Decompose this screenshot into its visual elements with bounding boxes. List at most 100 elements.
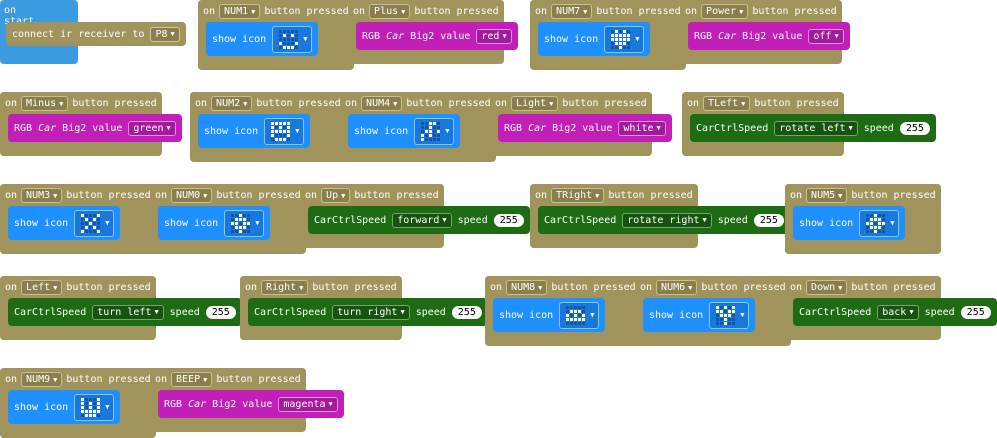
led-pixel xyxy=(283,37,287,41)
direction-dropdown[interactable]: forward▼ xyxy=(392,212,452,228)
icon-dropdown[interactable]: ▼ xyxy=(414,117,455,145)
button-dropdown[interactable]: NUM9▼ xyxy=(21,372,63,387)
chevron-down-icon: ▼ xyxy=(295,127,300,135)
speed-label: speed xyxy=(717,214,748,226)
button-dropdown[interactable]: Up▼ xyxy=(321,188,351,203)
button-dropdown[interactable]: TRight▼ xyxy=(551,188,605,203)
button-pressed-label: button pressed xyxy=(752,6,837,17)
show-icon-block[interactable]: show icon▼ xyxy=(643,298,756,332)
show-icon-block[interactable]: show icon▼ xyxy=(8,206,121,240)
button-dropdown[interactable]: NUM4▼ xyxy=(361,96,403,111)
led-pixel xyxy=(611,29,615,33)
led-pixel xyxy=(247,213,251,217)
show-icon-block[interactable]: show icon▼ xyxy=(206,22,319,56)
led-pixel xyxy=(243,229,247,233)
button-dropdown[interactable]: Plus▼ xyxy=(369,4,411,19)
speed-input[interactable]: 255 xyxy=(451,305,482,319)
led-pixel xyxy=(89,229,93,233)
speed-input[interactable]: 255 xyxy=(493,213,524,227)
led-pixel xyxy=(874,221,878,225)
button-dropdown[interactable]: NUM2▼ xyxy=(211,96,253,111)
button-dropdown[interactable]: Power▼ xyxy=(701,4,749,19)
color-dropdown[interactable]: red▼ xyxy=(476,28,512,44)
speed-input[interactable]: 255 xyxy=(753,213,784,227)
button-dropdown[interactable]: BEEP▼ xyxy=(171,372,213,387)
button-dropdown[interactable]: Light▼ xyxy=(511,96,559,111)
button-dropdown[interactable]: Down▼ xyxy=(806,280,848,295)
button-dropdown[interactable]: NUM5▼ xyxy=(806,188,848,203)
led-icon xyxy=(864,211,888,235)
show-icon-label: show icon xyxy=(354,125,409,137)
color-dropdown[interactable]: white▼ xyxy=(618,120,666,136)
show-icon-block[interactable]: show icon▼ xyxy=(158,206,271,240)
button-dropdown[interactable]: NUM0▼ xyxy=(171,188,213,203)
led-pixel xyxy=(582,317,586,321)
led-pixel xyxy=(866,213,870,217)
led-pixel xyxy=(437,125,441,129)
led-pixel xyxy=(437,129,441,133)
led-pixel xyxy=(239,225,243,229)
led-pixel xyxy=(866,229,870,233)
led-pixel xyxy=(283,41,287,45)
direction-dropdown[interactable]: turn right▼ xyxy=(332,304,410,320)
button-dropdown-value: NUM8 xyxy=(511,282,536,293)
led-pixel xyxy=(291,45,295,49)
show-icon-block[interactable]: show icon▼ xyxy=(793,206,906,240)
button-dropdown[interactable]: Minus▼ xyxy=(21,96,69,111)
icon-dropdown[interactable]: ▼ xyxy=(709,301,750,329)
color-dropdown[interactable]: green▼ xyxy=(128,120,176,136)
icon-dropdown[interactable]: ▼ xyxy=(224,209,265,237)
button-dropdown[interactable]: TLeft▼ xyxy=(703,96,751,111)
icon-dropdown[interactable]: ▼ xyxy=(74,209,115,237)
led-pixel xyxy=(235,225,239,229)
icon-dropdown[interactable]: ▼ xyxy=(859,209,900,237)
button-dropdown[interactable]: NUM6▼ xyxy=(656,280,698,295)
icon-dropdown[interactable]: ▼ xyxy=(559,301,600,329)
direction-dropdown[interactable]: back▼ xyxy=(877,304,919,320)
show-icon-block[interactable]: show icon ▼ xyxy=(348,114,461,148)
show-icon-block[interactable]: show icon▼ xyxy=(8,390,121,424)
button-dropdown[interactable]: NUM1▼ xyxy=(219,4,261,19)
show-icon-label: show icon xyxy=(204,125,259,137)
show-icon-block[interactable]: show icon ▼ xyxy=(198,114,311,148)
button-dropdown[interactable]: Right▼ xyxy=(261,280,309,295)
icon-dropdown[interactable]: ▼ xyxy=(272,25,313,53)
show-icon-block[interactable]: show icon▼ xyxy=(493,298,606,332)
on-label: on xyxy=(305,190,318,201)
button-dropdown[interactable]: Left▼ xyxy=(21,280,63,295)
color-dropdown[interactable]: magenta▼ xyxy=(278,396,338,412)
connect-ir-block[interactable]: connect ir receiver to P8▼ xyxy=(6,22,186,46)
button-pressed-label: button pressed xyxy=(216,374,301,385)
color-dropdown[interactable]: off▼ xyxy=(808,28,844,44)
button-dropdown[interactable]: NUM8▼ xyxy=(506,280,548,295)
show-icon-block[interactable]: show icon▼ xyxy=(538,22,651,56)
icon-dropdown[interactable]: ▼ xyxy=(74,393,115,421)
icon-dropdown[interactable]: ▼ xyxy=(264,117,305,145)
direction-dropdown[interactable]: turn left▼ xyxy=(92,304,164,320)
speed-input[interactable]: 255 xyxy=(960,305,991,319)
direction-dropdown-value: rotate left xyxy=(779,122,846,134)
led-pixel xyxy=(866,225,870,229)
icon-dropdown[interactable]: ▼ xyxy=(604,25,645,53)
direction-dropdown[interactable]: rotate left▼ xyxy=(774,120,858,136)
pin-dropdown[interactable]: P8▼ xyxy=(150,26,180,42)
speed-input[interactable]: 255 xyxy=(205,305,236,319)
led-icon xyxy=(79,211,103,235)
button-dropdown[interactable]: NUM7▼ xyxy=(551,4,593,19)
direction-dropdown[interactable]: rotate right▼ xyxy=(622,212,712,228)
button-dropdown[interactable]: NUM3▼ xyxy=(21,188,63,203)
speed-input[interactable]: 255 xyxy=(899,121,930,135)
led-pixel xyxy=(89,397,93,401)
